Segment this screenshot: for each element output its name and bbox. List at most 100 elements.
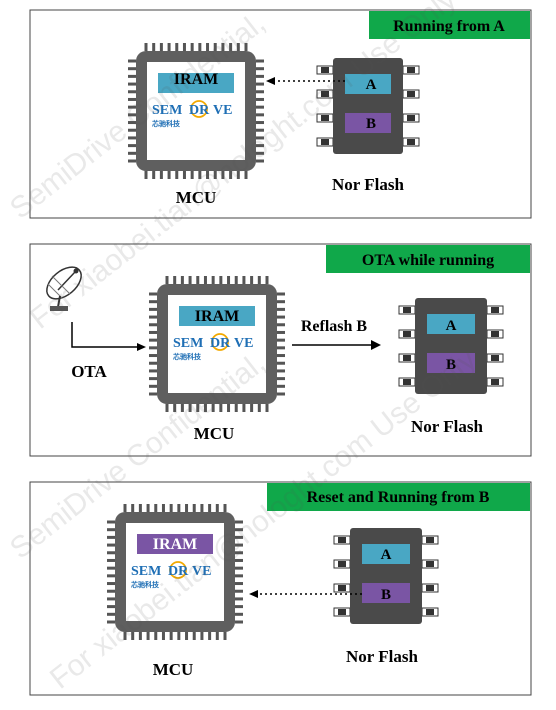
chip-pin <box>149 354 157 358</box>
chip-pin <box>213 171 217 179</box>
chip-pin <box>277 354 285 358</box>
chip-pin <box>190 171 194 179</box>
flash-pin-core <box>491 379 499 385</box>
chip-pin <box>242 404 246 412</box>
chip-pin <box>277 307 285 311</box>
flash-pin-core <box>321 139 329 145</box>
chip-pin <box>144 43 148 51</box>
chip-pin <box>223 632 227 640</box>
chip-pin <box>107 605 115 609</box>
chip-pin <box>227 404 231 412</box>
chip-pin <box>107 597 115 601</box>
chip-pin <box>123 632 127 640</box>
flash-pin-core <box>338 609 346 615</box>
partition-a-block <box>345 74 391 94</box>
chip-pin <box>256 59 264 63</box>
chip-pin <box>128 159 136 163</box>
chip-pin <box>277 369 285 373</box>
flash-pin-core <box>403 307 411 313</box>
chip-pin <box>149 292 157 296</box>
chip-pin <box>211 404 215 412</box>
flash-pin-core <box>426 561 434 567</box>
chip-pin <box>149 323 157 327</box>
chip-pin <box>219 276 223 284</box>
chip-pin <box>149 315 157 319</box>
chip-pin <box>138 504 142 512</box>
chip-pin <box>154 632 158 640</box>
banner-text: OTA while running <box>362 252 494 269</box>
chip-pin <box>229 171 233 179</box>
chip-pin <box>277 292 285 296</box>
logo-word: DR <box>168 564 189 579</box>
banner-text: Reset and Running from B <box>307 489 490 506</box>
chip-pin <box>192 504 196 512</box>
partition-a-label: A <box>381 547 392 563</box>
chip-pin <box>215 632 219 640</box>
chip-pin <box>131 504 135 512</box>
flash-pin-core <box>321 67 329 73</box>
chip-pin <box>200 632 204 640</box>
nor-flash-label: Nor Flash <box>332 175 404 194</box>
mcu-label: MCU <box>194 424 235 443</box>
partition-b-label: B <box>381 587 391 603</box>
chip-pin <box>265 404 269 412</box>
chip-pin <box>146 632 150 640</box>
chip-pin <box>138 632 142 640</box>
chip-pin <box>149 369 157 373</box>
chip-pin <box>203 404 207 412</box>
chip-pin <box>277 384 285 388</box>
chip-pin <box>165 404 169 412</box>
partition-a-label: A <box>446 318 457 334</box>
chip-pin <box>256 121 264 125</box>
logo-word: VE <box>192 564 211 579</box>
chip-pin <box>107 612 115 616</box>
nor-flash-label: Nor Flash <box>346 647 418 666</box>
logo-word: SEM <box>173 336 203 351</box>
nor-flash-label: Nor Flash <box>411 417 483 436</box>
chip-pin <box>131 632 135 640</box>
partition-b-block <box>427 353 475 373</box>
chip-pin <box>256 144 264 148</box>
chip-pin <box>177 632 181 640</box>
logo-word: SEM <box>152 103 182 118</box>
ota-arrow-head <box>137 343 146 351</box>
chip-pin <box>203 276 207 284</box>
load-arrow-head <box>249 590 258 598</box>
chip-pin <box>236 43 240 51</box>
flash-pin-core <box>407 67 415 73</box>
chip-pin <box>175 43 179 51</box>
chip-pin <box>256 136 264 140</box>
chip-pin <box>235 551 243 555</box>
chip-pin <box>235 574 243 578</box>
chip-pin <box>277 338 285 342</box>
banner-box <box>369 11 530 39</box>
chip-pin <box>152 171 156 179</box>
chip-pin <box>107 520 115 524</box>
panel-frame <box>29 9 532 219</box>
chip-pin <box>107 543 115 547</box>
logo-word: DR <box>189 103 210 118</box>
iram-block <box>137 534 213 554</box>
chip-pin <box>196 276 200 284</box>
chip-pin <box>152 43 156 51</box>
chip-pin <box>208 632 212 640</box>
panel-frame <box>29 481 532 696</box>
chip-pin <box>128 67 136 71</box>
banner-text: Running from A <box>393 18 505 35</box>
chip-pin <box>107 551 115 555</box>
chip-pin <box>256 151 264 155</box>
chip-pin <box>242 276 246 284</box>
logo-ring <box>211 333 229 351</box>
chip-pin <box>173 276 177 284</box>
chip-pin <box>256 67 264 71</box>
chip-pin <box>128 151 136 155</box>
chip-pin <box>277 330 285 334</box>
chip-pin <box>128 97 136 101</box>
chip-pin <box>149 384 157 388</box>
chip-pin <box>159 171 163 179</box>
chip-pin <box>219 404 223 412</box>
chip-pin <box>182 43 186 51</box>
banner-box <box>326 245 530 273</box>
